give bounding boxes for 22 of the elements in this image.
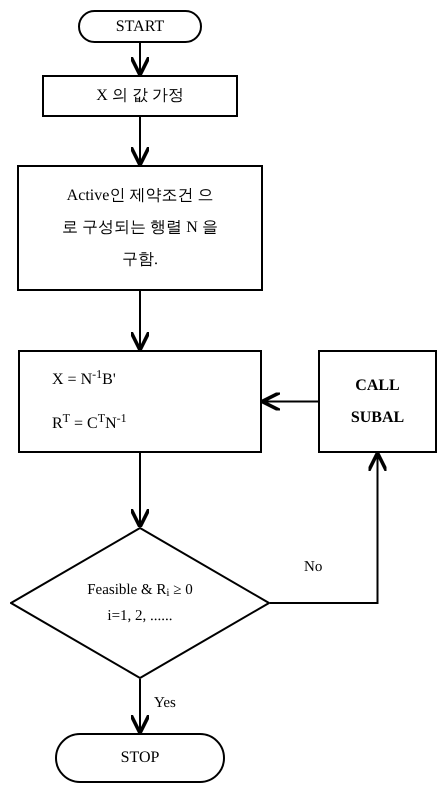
terminal-box (78, 10, 202, 43)
process-box (318, 350, 437, 453)
node-text: STOP (120, 748, 160, 768)
process-box (42, 75, 238, 117)
arrow (129, 117, 151, 167)
node-text: R$^{T}$ = C$^{T}$N$^{-1}$ (52, 410, 127, 434)
node-text: Feasible & R$_{i}$ ≥ 0 (87, 580, 193, 601)
arrow (129, 679, 151, 735)
node-text: X = N$^{-1}$B' (52, 366, 116, 390)
arrow (270, 451, 388, 604)
terminal-box (55, 733, 225, 783)
process-box (18, 350, 262, 453)
arrow (129, 43, 151, 77)
node-text: Active인 제약조건 으로 구성되는 행렬 N 을 구함. (61, 186, 219, 270)
process-box (17, 165, 263, 291)
arrow (129, 291, 151, 352)
arrow (129, 453, 151, 529)
node-text: CALL SUBAL (350, 376, 406, 428)
node-text: X 의 값 가정 (96, 86, 184, 106)
node-text: i=1, 2, ...... (107, 607, 173, 626)
node-text: START (116, 16, 164, 36)
arrow (260, 390, 318, 412)
